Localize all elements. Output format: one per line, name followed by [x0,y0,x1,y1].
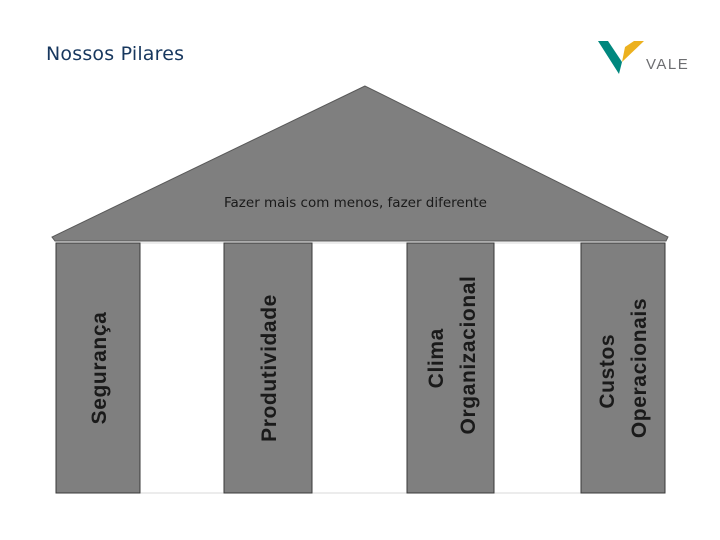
slide-title: Nossos Pilares [46,43,185,65]
pillar-clima-organizacional [406,242,495,494]
pillar-custos-operacionais [580,242,666,494]
pillar-label-line: Operacionais [628,298,651,438]
vale-logo-yellow-mark [622,41,644,62]
vale-logo: VALE [598,41,689,74]
pillar-label-line: Custos [596,334,619,409]
roof-label: Fazer mais com menos, fazer diferente [224,195,487,211]
pillar-label-seguranca: Segurança [88,312,111,425]
pillar-label-line: Clima [425,328,448,388]
pillar-label-custos-operacionais: Custos Operacionais [596,298,651,438]
vale-logo-text: VALE [646,56,689,73]
pillar-label-line: Segurança [88,312,111,425]
vale-logo-green-mark [598,41,622,74]
pillar-gap [311,242,408,494]
pillar-gap [493,242,582,494]
pillar-produtividade [223,242,313,494]
pillar-gap [139,242,225,494]
roof [51,85,669,242]
pillar-seguranca [55,242,141,494]
pillar-label-clima-organizacional: Clima Organizacional [425,276,480,435]
pillar-label-line: Organizacional [457,276,480,435]
pillar-label-line: Produtividade [258,294,281,442]
pillar-label-produtividade: Produtividade [258,294,281,442]
